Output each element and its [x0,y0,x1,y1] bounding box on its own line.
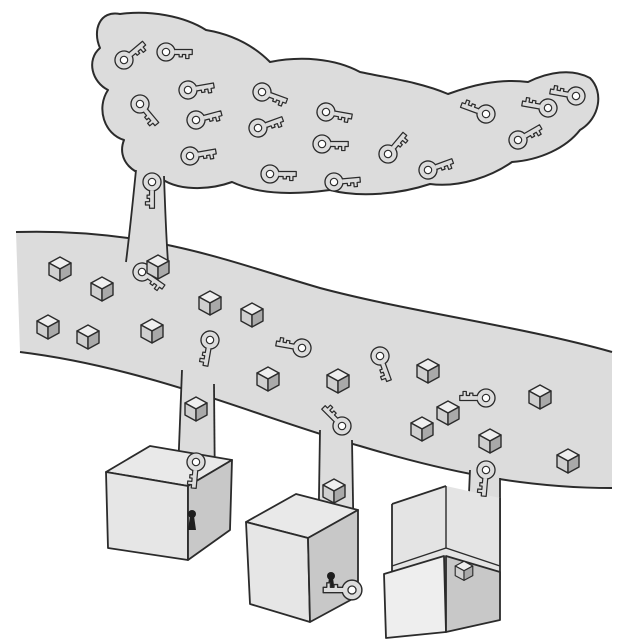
box-icon [529,385,551,409]
box-icon [557,449,579,473]
box-icon [141,319,163,343]
box-icon [49,257,71,281]
box-icon [437,401,459,425]
box-icon [241,303,263,327]
open-box [384,486,500,638]
box-icon [323,479,345,503]
box-icon [147,255,169,279]
box-icon [185,397,207,421]
box-icon [257,367,279,391]
locked-box [106,446,232,560]
box-icon [411,417,433,441]
box-with-key-in-lock [246,494,362,622]
box-icon [77,325,99,349]
box-icon [327,369,349,393]
box-icon [479,429,501,453]
box-icon [91,277,113,301]
box-icon [37,315,59,339]
box-icon [199,291,221,315]
box-icon [417,359,439,383]
flow-band [16,232,612,488]
